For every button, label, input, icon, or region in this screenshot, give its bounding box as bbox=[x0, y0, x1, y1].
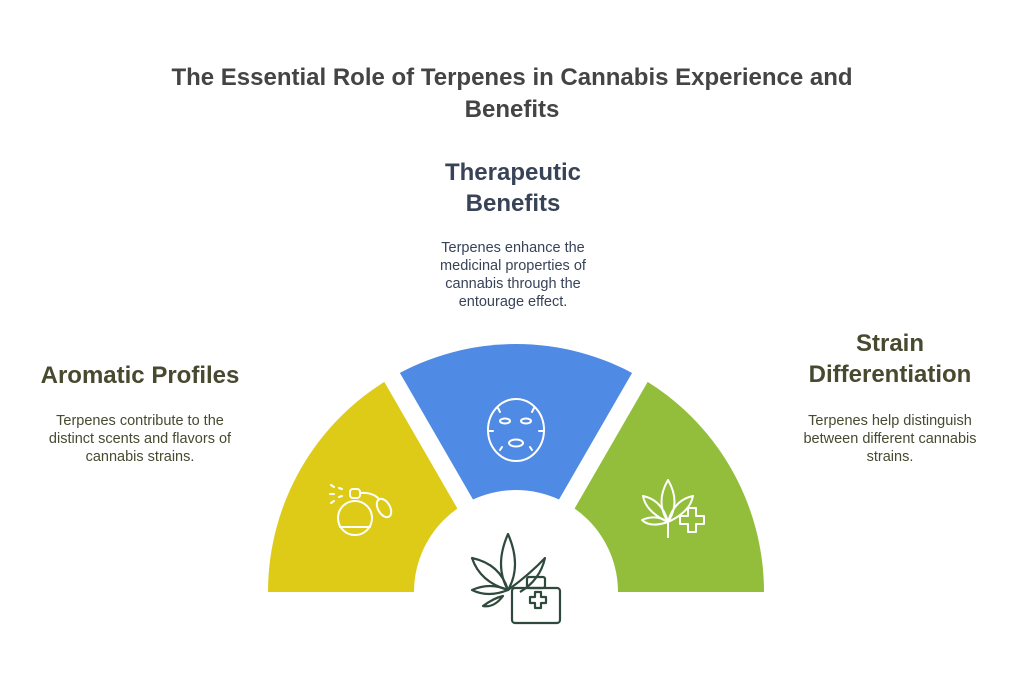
strain-differentiation-heading: Strain Differentiation bbox=[808, 330, 972, 388]
perfume-bottle-icon bbox=[329, 484, 393, 536]
therapeutic-benefits-heading: Therapeutic Benefits bbox=[444, 159, 582, 217]
therapeutic-benefits-description: Terpenes enhance the medicinal propertie… bbox=[440, 240, 586, 310]
face-mask-icon bbox=[487, 398, 545, 462]
cannabis-medical-kit-icon bbox=[470, 532, 562, 625]
segment-therapeutic-benefits bbox=[392, 343, 640, 592]
aromatic-profiles-description: Terpenes contribute to the distinct scen… bbox=[48, 413, 232, 465]
strain-differentiation-description: Terpenes help distinguish between differ… bbox=[803, 413, 977, 465]
diagram-title: The Essential Role of Terpenes in Cannab… bbox=[171, 64, 853, 123]
aromatic-profiles-heading: Aromatic Profiles bbox=[40, 362, 240, 389]
cannabis-leaf-plus-icon bbox=[641, 479, 705, 538]
center-hub bbox=[414, 490, 618, 592]
